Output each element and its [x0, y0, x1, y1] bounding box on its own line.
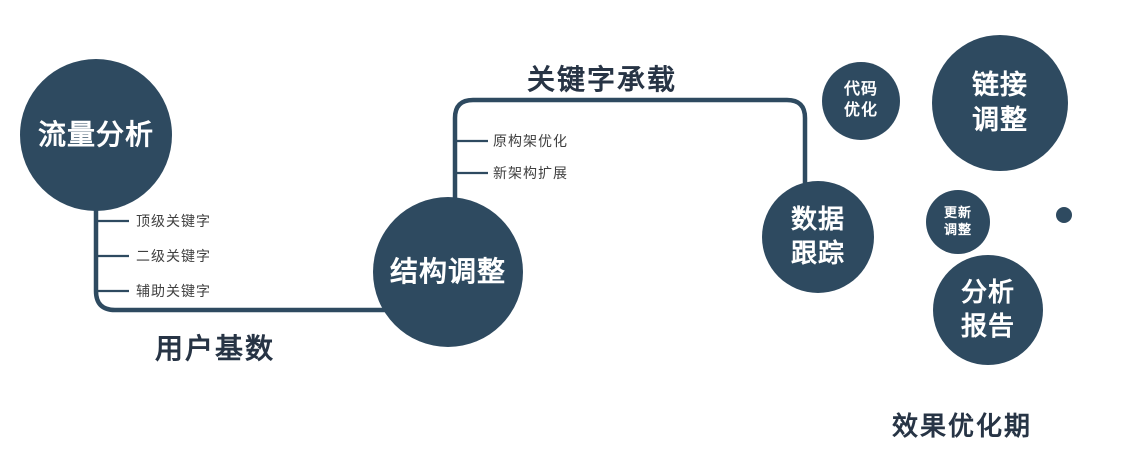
- node-analysis-report: 分析 报告: [933, 255, 1043, 365]
- node-link-adjustment: 链接 调整: [932, 35, 1068, 171]
- node-structure-adjustment: 结构调整: [373, 197, 523, 347]
- node-structure-adjustment-label: 结构调整: [389, 255, 506, 287]
- node-analysis-report-label: 分析 报告: [960, 277, 1015, 341]
- node-update-adjustment-label: 更新 调整: [943, 205, 972, 237]
- branch-label-top-keyword: 顶级关键字: [136, 213, 211, 229]
- branch-label-new-arch: 新架构扩展: [493, 165, 568, 181]
- connector-structure-to-tracking: [452, 97, 808, 210]
- edge-label-keyword-bearing: 关键字承载: [527, 64, 678, 95]
- bullet-dot: [1056, 207, 1072, 223]
- edge-label-user-base: 用户基数: [155, 333, 276, 364]
- node-link-adjustment-label: 链接 调整: [972, 69, 1028, 135]
- node-data-tracking-label: 数据 跟踪: [790, 204, 845, 268]
- branch-label-second-keyword: 二级关键字: [136, 248, 211, 264]
- branch-label-aux-keyword: 辅助关键字: [136, 283, 211, 299]
- node-traffic-analysis: 流量分析: [20, 59, 172, 211]
- footer-caption: 效果优化期: [892, 411, 1033, 441]
- node-update-adjustment: 更新 调整: [926, 190, 990, 254]
- node-traffic-analysis-label: 流量分析: [37, 118, 154, 150]
- node-code-optimization-label: 代码 优化: [843, 81, 878, 119]
- node-code-optimization: 代码 优化: [822, 62, 900, 140]
- node-data-tracking: 数据 跟踪: [762, 181, 874, 293]
- branch-label-original-arch: 原构架优化: [493, 133, 568, 149]
